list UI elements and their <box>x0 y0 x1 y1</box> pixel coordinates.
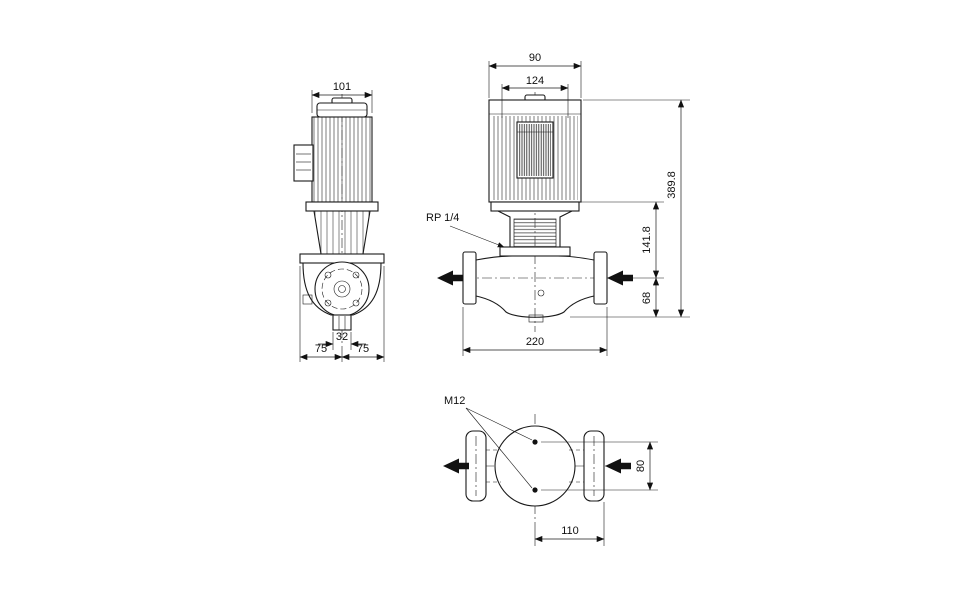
gauge-port-callout: RP 1/4 <box>426 212 505 248</box>
side-bottom-stub <box>332 314 352 331</box>
side-drain-plug <box>302 294 313 305</box>
top-casing <box>465 425 605 507</box>
dim-label-110: 110 <box>561 525 579 537</box>
dim-label-101: 101 <box>333 81 351 93</box>
top-view: M12 80 110 <box>443 395 658 546</box>
front-dim-center-to-base: 68 <box>641 277 660 318</box>
side-motor-fins <box>311 116 373 203</box>
top-dim-center-to-face: 110 <box>534 502 605 546</box>
top-right-flange <box>583 430 605 502</box>
left-port-flange <box>462 251 477 305</box>
bolt-hole <box>352 299 360 307</box>
gauge-port-label: RP 1/4 <box>426 212 459 224</box>
side-motor <box>293 97 379 212</box>
bolt-label-m12: M12 <box>444 395 465 407</box>
flow-arrow-right-icon <box>605 458 631 474</box>
front-dim-motor: 124 <box>501 75 569 118</box>
bolt-callout: M12 <box>444 395 533 489</box>
dim-label-141-8: 141.8 <box>641 226 653 254</box>
bolt-hole-bottom <box>532 487 538 493</box>
front-dim-total-height: 389.8 <box>570 99 690 318</box>
top-dim-bolt-spacing: 80 <box>541 441 658 491</box>
front-motor <box>488 94 582 212</box>
front-coupling <box>497 210 573 249</box>
front-view: RP 1/4 90 124 389.8 1 <box>426 52 690 356</box>
drain-plug <box>528 314 544 323</box>
top-volute-circle <box>494 425 576 507</box>
bolt-hole <box>324 271 332 279</box>
side-dim-feet: 75 75 <box>299 266 385 362</box>
front-dim-center-to-flange: 141.8 <box>581 201 664 279</box>
side-dim-port: 32 <box>318 331 366 350</box>
side-motor-flange <box>305 201 379 212</box>
dim-label-80: 80 <box>635 460 647 472</box>
dim-label-90: 90 <box>529 52 541 64</box>
dim-label-32: 32 <box>336 331 348 343</box>
dim-label-389-8: 389.8 <box>666 171 678 199</box>
side-view: 101 32 75 75 <box>293 81 385 362</box>
front-dim-port-to-port: 220 <box>462 307 608 356</box>
dim-label-75-right: 75 <box>357 343 369 355</box>
flow-arrow-left-icon <box>437 270 463 286</box>
bolt-hole <box>324 299 332 307</box>
bolt-hole-top <box>532 439 538 445</box>
dim-label-220: 220 <box>526 336 544 348</box>
coupling-spring <box>513 218 557 248</box>
dim-label-68: 68 <box>641 292 653 304</box>
dim-label-75-left: 75 <box>315 343 327 355</box>
side-pump-casing <box>299 253 385 331</box>
bolt-hole <box>352 271 360 279</box>
flow-arrow-left-icon <box>443 458 469 474</box>
dim-label-124: 124 <box>526 75 544 87</box>
front-motor-flange <box>490 201 580 212</box>
vent-plug <box>537 289 545 297</box>
front-dim-top: 90 <box>488 52 582 98</box>
side-terminal-box <box>293 144 314 182</box>
side-flange-face <box>314 261 370 317</box>
side-lantern <box>313 210 371 255</box>
side-dim-width: 101 <box>311 81 373 113</box>
right-port-flange <box>593 251 608 305</box>
